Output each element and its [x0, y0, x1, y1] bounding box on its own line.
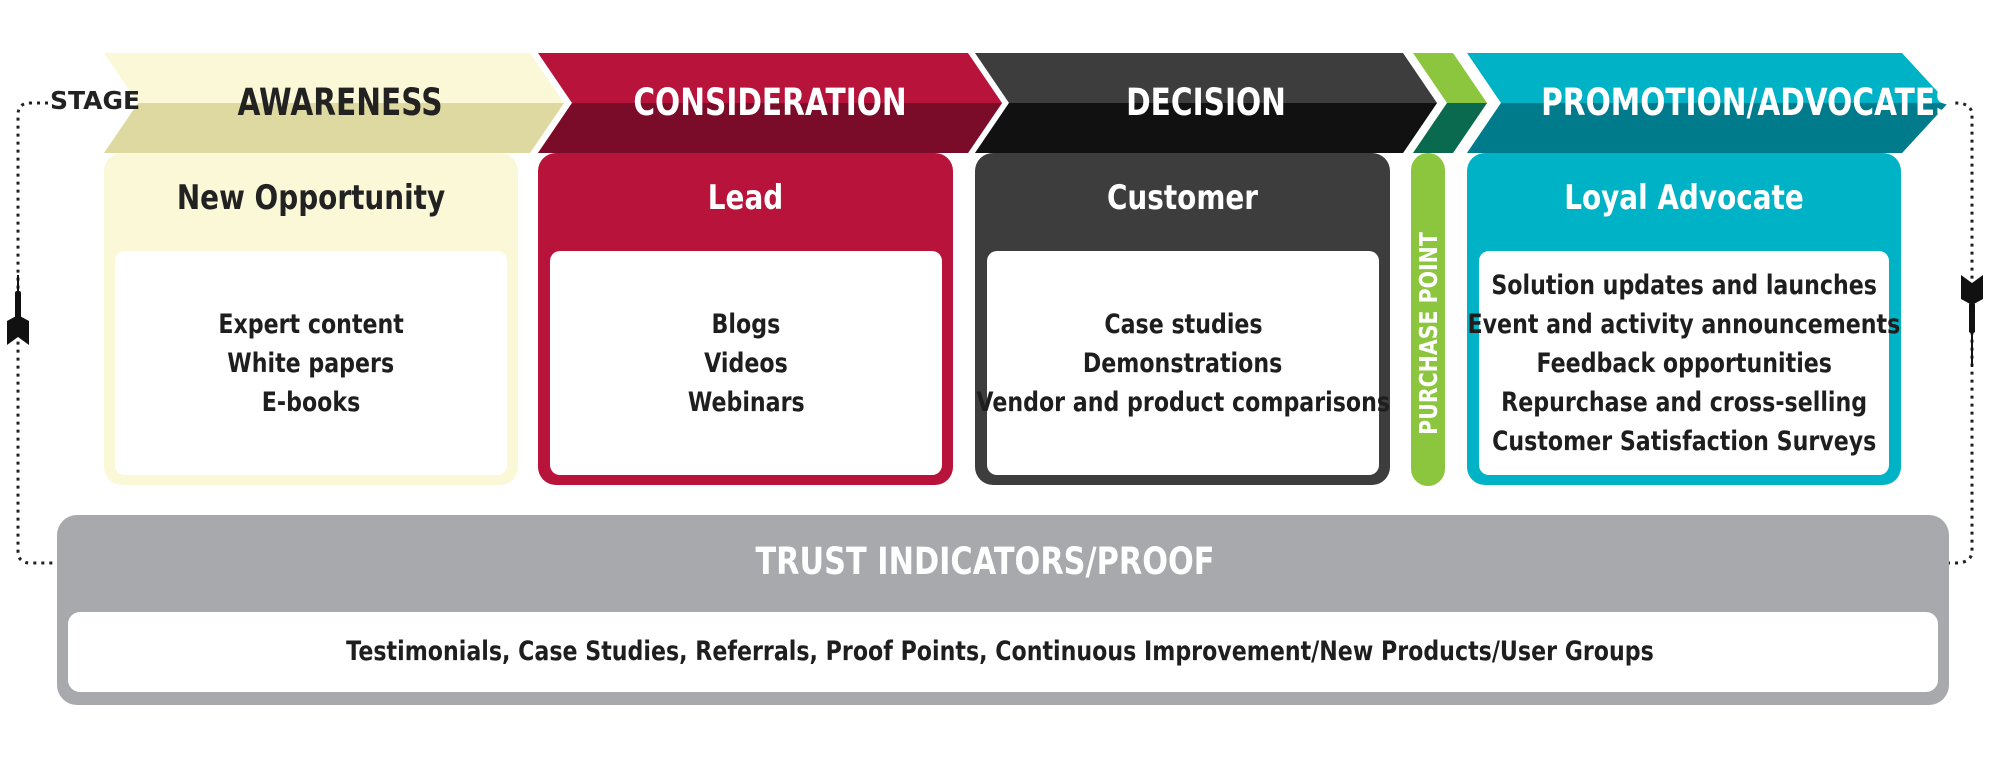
consideration-content-box — [550, 251, 942, 475]
trust-items: Testimonials, Case Studies, Referrals, P… — [346, 636, 1654, 667]
list-item: Videos — [704, 347, 788, 379]
list-item: E-books — [261, 386, 361, 418]
consideration-title: CONSIDERATION — [633, 81, 907, 124]
list-item: Solution updates and launches — [1491, 269, 1877, 301]
dart-icon — [7, 275, 29, 345]
decision-subtitle: Customer — [1106, 178, 1259, 218]
awareness-subtitle: New Opportunity — [176, 178, 446, 218]
decision-title: DECISION — [1126, 81, 1286, 124]
consideration-subtitle: Lead — [707, 178, 784, 218]
decision-items: Case studies Demonstrations Vendor and p… — [976, 251, 1390, 475]
promotion-title: PROMOTION/ADVOCATES — [1541, 81, 1957, 124]
promotion-content-box — [1479, 251, 1889, 475]
list-item: Blogs — [711, 308, 781, 340]
awareness-content-box — [115, 251, 507, 475]
purchase-bar — [1411, 153, 1445, 486]
awareness-items: Expert content White papers E-books — [115, 251, 507, 475]
list-item: Customer Satisfaction Surveys — [1491, 425, 1877, 457]
list-item: Demonstrations — [1083, 347, 1283, 379]
purchase-point-text: PURCHASE POINT — [1414, 231, 1444, 435]
list-item: Expert content — [218, 308, 404, 340]
consideration-items: Blogs Videos Webinars — [550, 251, 942, 475]
promotion-items: Solution updates and launches Event and … — [1468, 251, 1901, 475]
list-item: Feedback opportunities — [1536, 347, 1832, 379]
dart-icon — [1961, 275, 1983, 367]
consideration-chevron-shade — [538, 103, 1002, 153]
promotion-chevron-shade — [1467, 103, 1948, 153]
decision-chevron-shade — [975, 103, 1437, 153]
trust-header-gap-left — [700, 540, 1270, 586]
awareness-chevron-shade — [104, 103, 564, 153]
purchase-chevron-shade — [1413, 103, 1487, 153]
list-item: Event and activity announcements — [1467, 308, 1901, 340]
stage-label: STAGE — [50, 86, 141, 115]
list-item: Case studies — [1103, 308, 1263, 340]
trust-title: TRUST INDICATORS/PROOF — [755, 540, 1215, 583]
list-item: White papers — [227, 347, 395, 379]
list-item: Vendor and product comparisons — [976, 386, 1390, 418]
awareness-title: AWARENESS — [237, 81, 443, 124]
list-item: Webinars — [687, 386, 805, 418]
purchase-point-label: PURCHASE POINT — [1408, 232, 1450, 435]
promotion-subtitle: Loyal Advocate — [1564, 178, 1804, 218]
list-item: Repurchase and cross-selling — [1501, 386, 1867, 418]
trust-content-box — [68, 612, 1938, 692]
decision-content-box — [987, 251, 1379, 475]
